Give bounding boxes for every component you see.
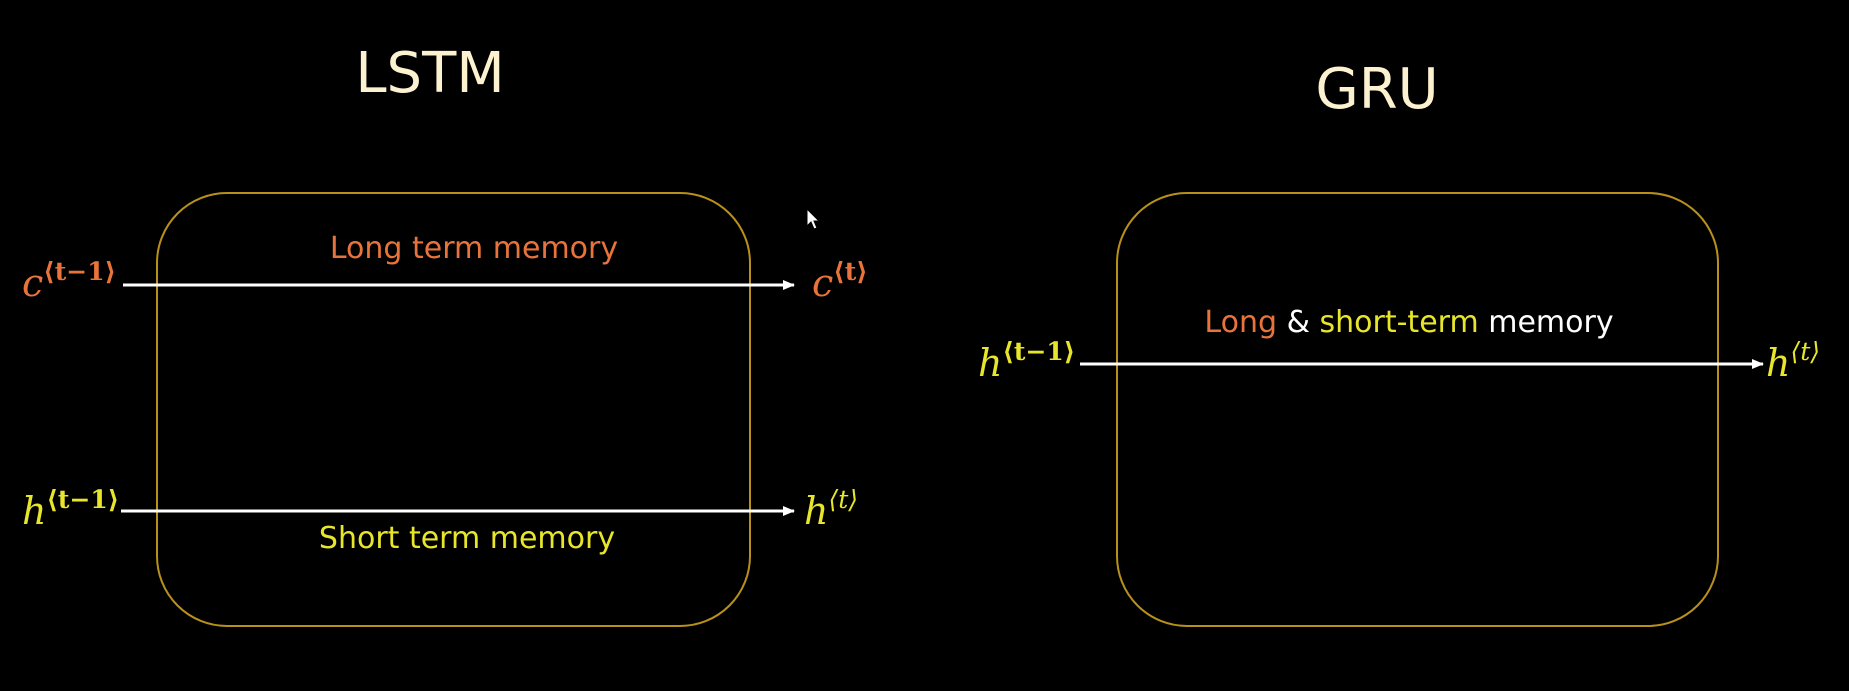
lstm-long-term-label: Long term memory: [330, 231, 618, 266]
lstm-short-term-label: Short term memory: [319, 521, 615, 556]
gru-h-next-sup: ⟨t⟩: [1790, 337, 1820, 366]
gru-h-prev-base: h: [978, 341, 1002, 385]
lstm-c-prev-base: c: [22, 261, 43, 305]
gru-memory-label: Long & short-term memory: [1204, 305, 1613, 340]
mouse-pointer-icon: [806, 207, 821, 230]
gru-title: GRU: [1315, 57, 1438, 122]
lstm-h-prev-base: h: [22, 489, 46, 533]
lstm-title: LSTM: [355, 41, 504, 106]
gru-label-long: Long: [1204, 305, 1277, 340]
lstm-h-next-sup: ⟨t⟩: [828, 485, 858, 514]
lstm-h-next-base: h: [804, 489, 828, 533]
lstm-h-next-label: h⟨t⟩: [804, 485, 858, 533]
lstm-c-next-base: c: [812, 261, 833, 305]
lstm-h-prev-label: h⟨t−1⟩: [22, 485, 119, 533]
gru-label-short: short-term: [1320, 305, 1479, 340]
gru-label-memory: memory: [1488, 305, 1613, 340]
lstm-c-prev-label: c⟨t−1⟩: [22, 257, 116, 305]
gru-label-amp: &: [1287, 305, 1310, 340]
gru-h-next-label: h⟨t⟩: [1766, 337, 1820, 385]
lstm-c-next-label: c⟨t⟩: [812, 257, 868, 305]
lstm-cell-box: [156, 192, 751, 627]
lstm-c-prev-sup: ⟨t−1⟩: [43, 257, 116, 286]
gru-h-next-base: h: [1766, 341, 1790, 385]
gru-h-prev-sup: ⟨t−1⟩: [1002, 337, 1075, 366]
lstm-c-next-sup: ⟨t⟩: [833, 257, 867, 286]
lstm-h-prev-sup: ⟨t−1⟩: [46, 485, 119, 514]
gru-cell-box: [1116, 192, 1719, 627]
gru-h-prev-label: h⟨t−1⟩: [978, 337, 1075, 385]
